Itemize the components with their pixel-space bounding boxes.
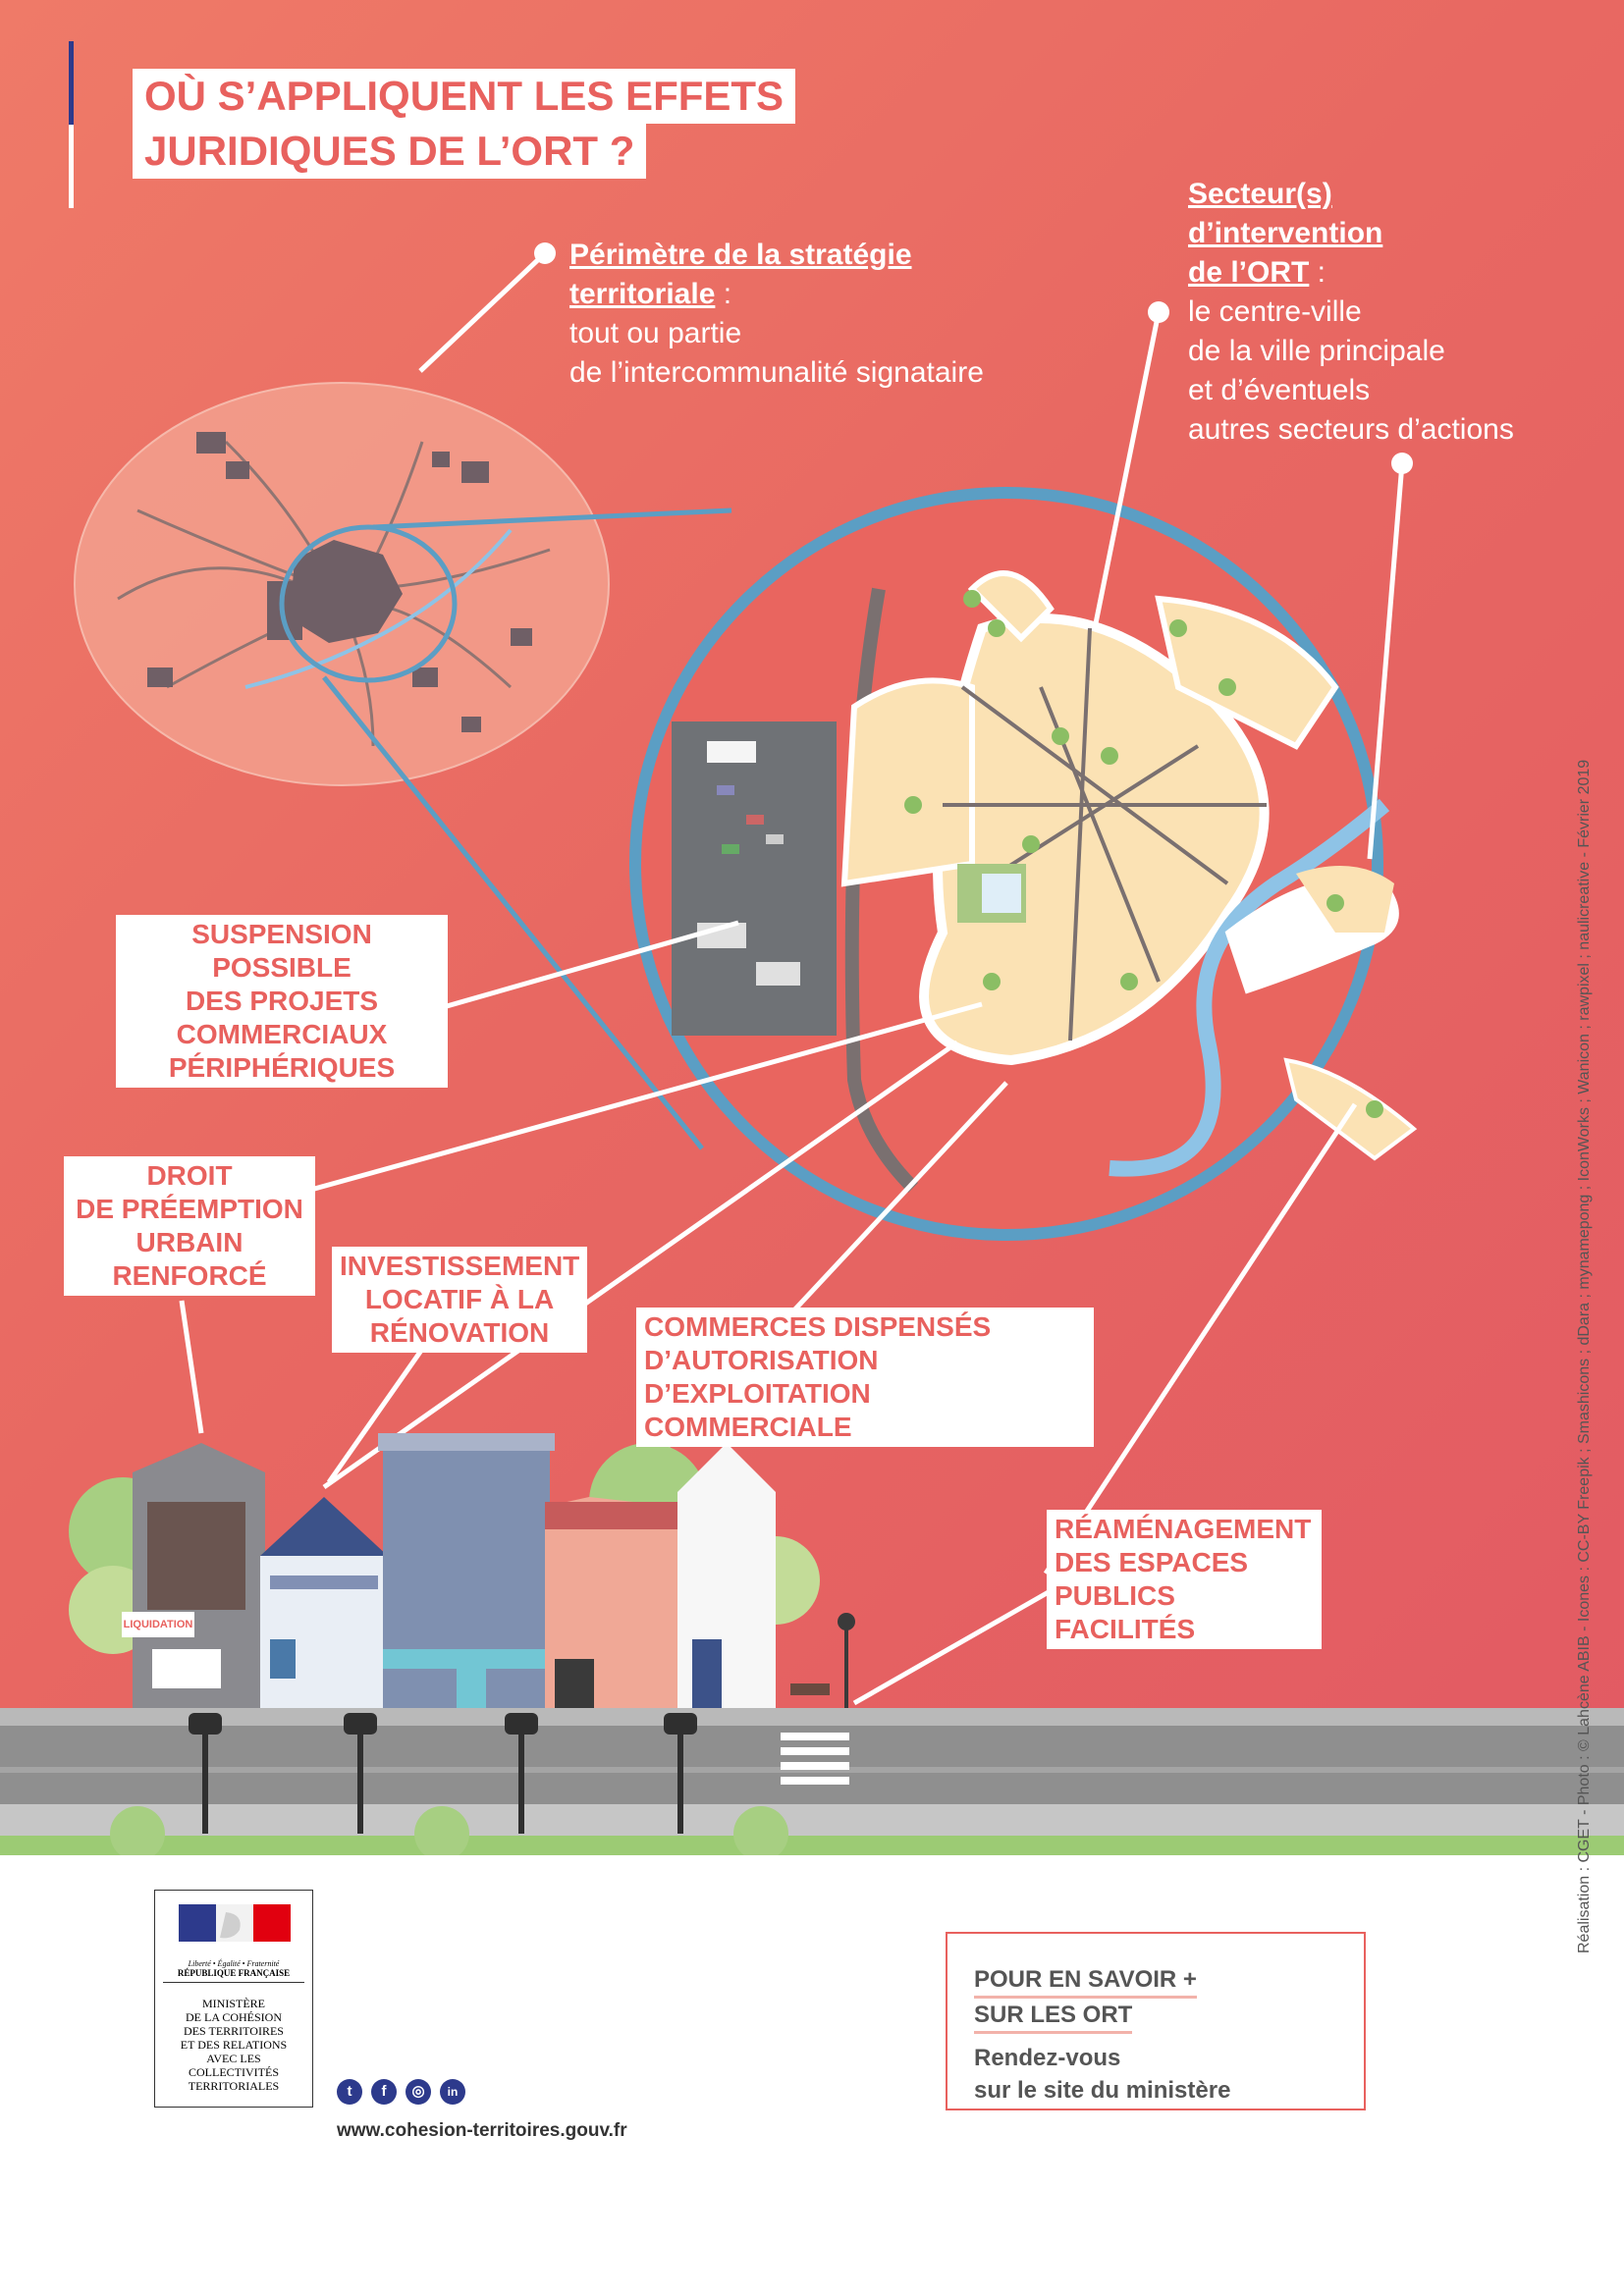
- linkedin-icon[interactable]: in: [440, 2079, 465, 2105]
- perimetre-text-1: tout ou partie: [569, 317, 742, 349]
- credit-text: Réalisation : CGET - Photo : © Lahcène A…: [1576, 759, 1593, 1953]
- perimetre-heading-1: Périmètre de la stratégie: [569, 239, 912, 271]
- liquidation-sign: [152, 1649, 221, 1688]
- logo-republic: RÉPUBLIQUE FRANÇAISE: [163, 1968, 304, 1983]
- secteurs-heading-3: de l’ORT: [1188, 256, 1310, 289]
- river: [1109, 798, 1390, 1177]
- poster-illustration: OÙ S’APPLIQUENT LES EFFETS JURIDIQUES DE…: [0, 0, 1624, 1855]
- title-accent-bar: [69, 41, 74, 208]
- secteurs-text-1: le centre-ville: [1188, 295, 1362, 328]
- twitter-icon[interactable]: t: [337, 2079, 362, 2105]
- secteurs-text-3: et d’éventuels: [1188, 374, 1371, 406]
- website-link[interactable]: www.cohesion-territoires.gouv.fr: [337, 2120, 627, 2141]
- secteurs-text-2: de la ville principale: [1188, 335, 1445, 367]
- secteurs-heading-1: Secteur(s): [1188, 178, 1332, 210]
- ministry-logo: Liberté • Égalité • Fraternité RÉPUBLIQU…: [154, 1890, 313, 2108]
- title-line-1: OÙ S’APPLIQUENT LES EFFETS: [133, 69, 796, 124]
- parking-lot-2: [672, 888, 837, 1036]
- city-map-illustration: [0, 382, 1624, 1855]
- instagram-icon[interactable]: ◎: [406, 2079, 431, 2105]
- marianne-icon: [179, 1904, 291, 1942]
- perimetre-text-2: de l’intercommunalité signataire: [569, 356, 984, 389]
- street-scene: [0, 1433, 1624, 1855]
- info-text[interactable]: Rendez-vous sur le site du ministère: [974, 2045, 1231, 2104]
- perimetre-text: Périmètre de la stratégie territoriale :…: [569, 236, 984, 393]
- secteurs-heading-2: d’intervention: [1188, 217, 1383, 249]
- secteurs-text-4: autres secteurs d’actions: [1188, 413, 1514, 446]
- info-box: POUR EN SAVOIR + SUR LES ORT Rendez-vous…: [946, 1932, 1366, 2110]
- perimetre-heading-2: territoriale: [569, 278, 716, 310]
- perimetre-colon: :: [715, 278, 732, 310]
- secteurs-colon: :: [1309, 256, 1326, 289]
- facebook-icon[interactable]: f: [371, 2079, 397, 2105]
- logo-motto: Liberté • Égalité • Fraternité: [188, 1959, 280, 1968]
- liquidation-sign-label: LIQUIDATION: [122, 1612, 194, 1637]
- info-heading: POUR EN SAVOIR + SUR LES ORT: [974, 1963, 1197, 2034]
- title-line-2: JURIDIQUES DE L’ORT ?: [133, 124, 647, 179]
- secteurs-text: Secteur(s) d’intervention de l’ORT : le …: [1188, 175, 1514, 450]
